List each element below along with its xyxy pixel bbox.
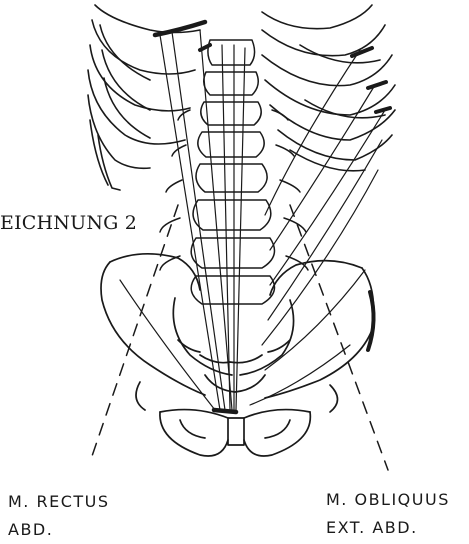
- obliquus-label: M. OBLIQUUS EXT. ABD.: [326, 486, 450, 542]
- pointer-lines: [90, 205, 388, 470]
- rectus-label-line1: M. RECTUS: [8, 488, 110, 516]
- left-rib-cage: [88, 5, 200, 190]
- figure-caption: EICHNUNG 2: [0, 212, 137, 234]
- obliquus-label-line1: M. OBLIQUUS: [326, 486, 450, 514]
- rectus-muscle-lines: [120, 30, 245, 410]
- rectus-label-line2: ABD.: [8, 516, 110, 544]
- obliquus-label-line2: EXT. ABD.: [326, 514, 450, 542]
- rectus-label: M. RECTUS ABD.: [8, 488, 110, 544]
- right-rib-cage: [262, 5, 395, 171]
